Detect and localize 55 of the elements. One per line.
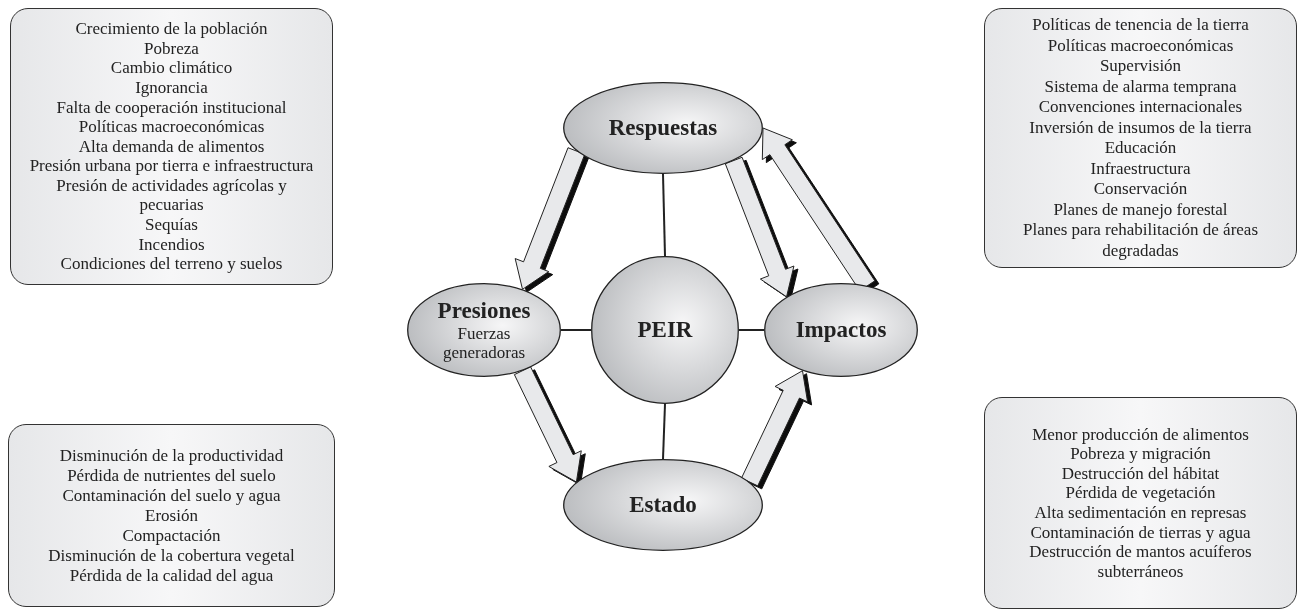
list-item: Alta sedimentación en represas [1034,503,1247,523]
list-item: Disminución de la cobertura vegetal [48,545,295,566]
list-item: Destrucción del hábitat [1061,463,1220,484]
list-item: Pérdida de la calidad del agua [69,565,274,586]
list-item: Sistema de alarma temprana [1044,76,1237,97]
list-item: Conservación [1093,179,1188,200]
list-item: Falta de cooperación institucional [56,97,287,118]
list-item: Políticas de tenencia de la tierra [1032,15,1249,36]
list-item: Incendios [138,234,205,255]
list-item: Supervisión [1099,56,1182,77]
list-item: Erosión [145,505,198,526]
list-item: Sequías [145,215,198,235]
list-item: Presión de actividades agrícolas y pecuarias [55,175,288,216]
list-item: Planes de manejo forestal [1053,199,1228,220]
list-item: Crecimiento de la población [75,19,268,39]
list-item: Pérdida de nutrientes del suelo [67,465,276,486]
list-item: Presión urbana por tierra e infraestructura [29,156,314,176]
block-arrow [740,370,809,487]
text-panel [984,397,1297,609]
list-item: Disminución de la productividad [59,445,284,466]
list-item: Pérdida de vegetación [1065,483,1216,503]
node-title: Estado [629,492,697,518]
text-panel [8,424,335,607]
connector-line [662,403,666,460]
list-item: Alta demanda de alimentos [78,136,265,157]
list-item: Educación [1104,138,1177,159]
list-item: Planes para rehabilitación de áreas degradadas [1021,220,1260,261]
list-item: Políticas macroeconómicas [1047,35,1234,56]
connector-line [738,329,765,331]
list-item: Contaminación del suelo y agua [62,485,281,506]
list-item: Convenciones internacionales [1038,97,1243,118]
list-item: Pobreza [144,38,199,59]
block-arrow [513,366,582,483]
node-subtitle: Fuerzas generadoras [441,324,527,362]
node-title: PEIR [637,317,693,343]
list-item: Compactación [122,525,221,546]
list-item: Menor producción de alimentos [1032,424,1249,445]
list-item: Políticas macroeconómicas [78,117,265,137]
text-panel [984,8,1297,268]
node-title: Impactos [795,317,887,343]
text-panel [10,8,333,285]
list-item: Infraestructura [1090,158,1191,179]
node-title: Presiones [437,298,531,324]
block-arrow [724,156,795,298]
list-item: Destrucción de mantos acuíferos subterráneos [1028,542,1253,582]
list-item: Contaminación de tierras y agua [1030,522,1251,543]
list-item: Ignorancia [135,77,208,98]
node-title: Respuestas [608,115,718,141]
list-item: Cambio climático [110,58,233,78]
block-arrow [514,147,586,290]
connector-line [662,173,666,257]
list-item: Condiciones del terreno y suelos [60,254,283,274]
list-item: Pobreza y migración [1070,444,1211,464]
connector-line [560,329,592,331]
list-item: Inversión de insumos de la tierra [1029,117,1252,138]
